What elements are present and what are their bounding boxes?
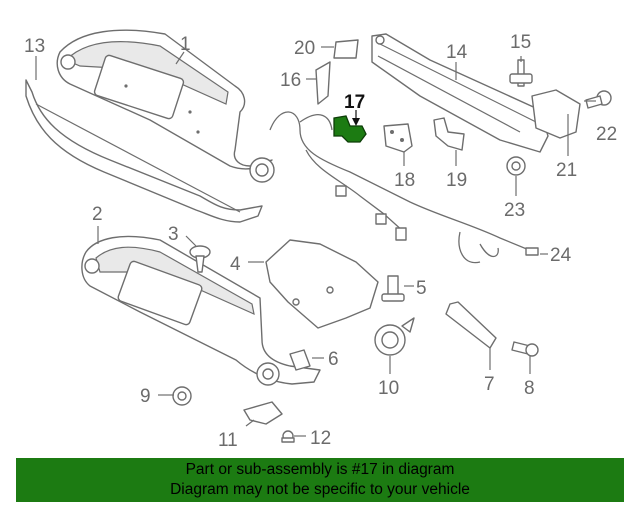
part-16-trim-strip — [315, 61, 331, 105]
callout-4: 4 — [230, 254, 241, 275]
part-18-bracket — [383, 123, 413, 153]
callout-2: 2 — [92, 204, 103, 225]
part-2-bumper-cover-lower — [81, 235, 321, 386]
part-15-bolt — [509, 56, 533, 87]
callout-20: 20 — [294, 38, 315, 59]
part-13-lower-valance — [25, 79, 263, 223]
callout-6: 6 — [328, 349, 339, 370]
part-20-clip — [333, 39, 359, 59]
part-5-fastener — [381, 275, 405, 302]
highlight-banner: Part or sub-assembly is #17 in diagram D… — [16, 458, 624, 502]
part-9-sensor — [172, 386, 192, 406]
callout-13: 13 — [24, 36, 45, 57]
callout-labels: 1 2 3 4 5 6 7 8 9 10 11 12 13 14 15 16 1… — [24, 32, 617, 451]
part-3-clip — [189, 245, 211, 273]
part-19-bracket — [433, 117, 465, 151]
callout-22: 22 — [596, 124, 617, 145]
callout-11: 11 — [218, 430, 238, 451]
callout-1: 1 — [180, 34, 191, 55]
part-22-bolt — [585, 90, 612, 109]
callout-23: 23 — [504, 200, 525, 221]
part-4-side-bracket — [265, 239, 379, 329]
part-17-bracket-highlighted — [333, 110, 367, 143]
banner-line-1: Part or sub-assembly is #17 in diagram — [185, 461, 455, 478]
banner-line-2: Diagram may not be specific to your vehi… — [170, 481, 470, 498]
callout-12: 12 — [310, 428, 331, 449]
callout-10: 10 — [378, 378, 399, 399]
part-7-trim-bracket — [445, 301, 497, 349]
part-8-bolt — [511, 341, 539, 357]
part-1-bumper-cover-upper — [56, 29, 275, 183]
part-24-wiring-harness — [269, 111, 539, 264]
part-10-lamp-bezel — [374, 317, 415, 356]
part-12-nut — [281, 430, 295, 443]
callout-15: 15 — [510, 32, 531, 53]
part-14-bumper-reinforcement — [371, 33, 549, 153]
part-21-mounting-bracket — [531, 89, 581, 156]
callout-7: 7 — [484, 374, 495, 395]
part-11-cover — [243, 401, 283, 425]
callout-14: 14 — [446, 42, 468, 63]
callout-5: 5 — [416, 278, 427, 299]
callout-8: 8 — [524, 378, 535, 399]
callout-3: 3 — [168, 224, 179, 245]
callout-18: 18 — [394, 170, 415, 191]
callout-24: 24 — [550, 245, 572, 266]
callout-21: 21 — [556, 160, 577, 181]
callout-9: 9 — [140, 386, 151, 407]
part-6-retainer — [289, 349, 311, 371]
leader-lines — [35, 46, 596, 437]
callout-19: 19 — [446, 170, 467, 191]
callout-16: 16 — [280, 70, 301, 91]
callout-17: 17 — [344, 92, 365, 113]
part-23-grommet — [506, 156, 526, 176]
